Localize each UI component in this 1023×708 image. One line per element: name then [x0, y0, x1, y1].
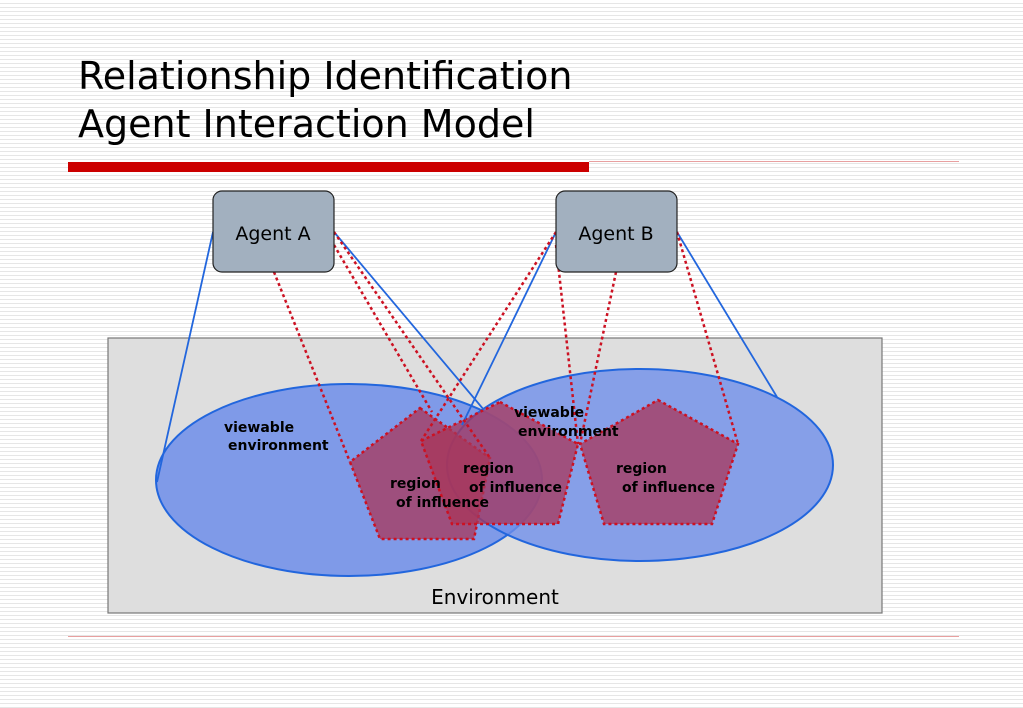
region-label-1-line1: region: [390, 476, 441, 492]
region-of-influence-3: [578, 398, 740, 526]
influence-line-a-3: [332, 244, 434, 413]
footer-rule: [68, 636, 959, 637]
view-line-a-right: [333, 231, 485, 411]
agent-b-box: [555, 190, 678, 273]
viewable-label-b-line2: environment: [518, 424, 619, 440]
title-underline-thin: [589, 161, 959, 162]
region-label-2-line2: of influence: [469, 480, 562, 496]
influence-line-a-1: [272, 271, 352, 463]
slide-title-line-2: Agent Interaction Model: [78, 102, 535, 146]
slide-title: Relationship Identification Agent Intera…: [78, 52, 573, 148]
viewable-label-b-line1: viewable: [514, 405, 584, 421]
view-line-a-left: [156, 231, 214, 483]
viewable-label-a-line2: environment: [228, 438, 329, 454]
slide-title-line-1: Relationship Identification: [78, 54, 573, 98]
agent-a-box: [212, 190, 335, 273]
view-line-b-left: [461, 231, 557, 426]
region-of-influence-2: [419, 400, 580, 526]
influence-line-b-3: [578, 271, 618, 445]
region-label-1-line2: of influence: [396, 495, 489, 511]
environment-label: Environment: [431, 585, 559, 609]
region-label-3-line2: of influence: [622, 480, 715, 496]
region-label-2-line1: region: [463, 461, 514, 477]
influence-line-a-2: [332, 231, 492, 459]
agent-b-label: Agent B: [578, 223, 653, 245]
title-underline-red: [68, 162, 589, 172]
region-label-3-line1: region: [616, 461, 667, 477]
agent-a-label: Agent A: [235, 223, 310, 245]
view-line-b-right: [676, 231, 778, 398]
influence-line-b-4: [675, 231, 740, 445]
viewable-label-a-line1: viewable: [224, 420, 294, 436]
